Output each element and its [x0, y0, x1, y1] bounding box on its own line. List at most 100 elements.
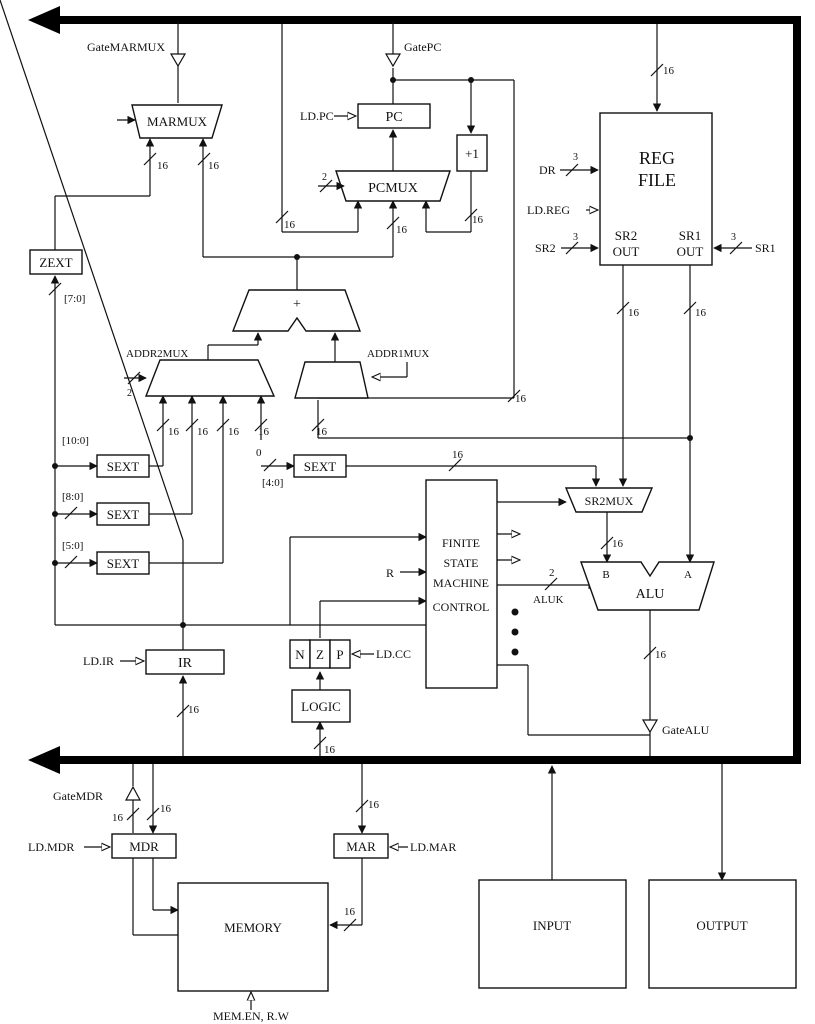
- logic-block: LOGIC: [291, 689, 351, 723]
- ld-mdr-label: LD.MDR: [28, 840, 74, 854]
- width-zext-bits: [7:0]: [64, 293, 85, 305]
- datapath-wires: [0, 0, 727, 1010]
- p-flag-label: P: [336, 647, 343, 662]
- width-addr2-b: 16: [197, 426, 209, 438]
- width-addr2-c: 16: [228, 426, 240, 438]
- nzp-registers: N Z P: [289, 639, 351, 669]
- width-zero-input: 0: [256, 447, 262, 459]
- gate-alu-label: GateALU: [662, 723, 710, 737]
- width-logic-in: 16: [324, 744, 336, 756]
- width-bits-5-0: [5:0]: [62, 540, 83, 552]
- pc-label: PC: [385, 110, 402, 125]
- alu-input-a-label: A: [684, 569, 692, 581]
- width-bits-10-0: [10:0]: [62, 435, 89, 447]
- sext-10-label: SEXT: [107, 459, 140, 474]
- plus-one-label: +1: [465, 146, 479, 161]
- width-sext-imm: 16: [452, 449, 464, 461]
- width-sr1-out: 16: [695, 307, 707, 319]
- width-sr1: 3: [731, 232, 736, 243]
- gate-marmux-label: GateMARMUX: [87, 40, 165, 54]
- width-addr2-d: 16: [258, 426, 270, 438]
- sr1-select-label: SR1: [755, 241, 776, 255]
- width-addr2mux-select: 2: [127, 388, 132, 399]
- reg-file-label-1: REG: [639, 148, 675, 168]
- gate-pc-label: GatePC: [404, 40, 441, 54]
- output-label: OUTPUT: [696, 918, 747, 933]
- width-pcmux-adder: 16: [396, 224, 408, 236]
- ld-pc-label: LD.PC: [300, 109, 334, 123]
- fsm-control: FINITE STATE MACHINE CONTROL: [425, 479, 498, 689]
- width-addr2-a: 16: [168, 426, 180, 438]
- width-bits-8-0: [8:0]: [62, 491, 83, 503]
- sr2-out-label-2: OUT: [613, 244, 640, 259]
- system-bus: [28, 6, 801, 774]
- sr2-select-label: SR2: [535, 241, 556, 255]
- bus-width-labels: 16 16 16 16 16 16 16 16 [7:0] 16 16 16 1…: [62, 65, 736, 918]
- zext-label: ZEXT: [39, 255, 72, 270]
- r-label: R: [386, 566, 394, 580]
- fsm-label-1: FINITE: [442, 536, 480, 550]
- width-marmux-left: 16: [157, 160, 169, 172]
- width-mdr-out: 16: [112, 812, 124, 824]
- sext-block-5: SEXT: [96, 551, 150, 575]
- width-pcmux-select: 2: [322, 172, 327, 183]
- width-dr: 3: [573, 152, 578, 163]
- zext-block: ZEXT: [29, 249, 83, 275]
- width-ir-in: 16: [188, 704, 200, 716]
- alu: ALU B A: [580, 561, 715, 611]
- logic-label: LOGIC: [301, 699, 341, 714]
- mdr-label: MDR: [129, 839, 159, 854]
- address-adder: +: [231, 289, 362, 332]
- memory-label: MEMORY: [224, 920, 282, 935]
- control-signals: GateMARMUX GatePC LD.PC DR LD.REG SR2 SR…: [28, 40, 776, 1023]
- sext-5-label: SEXT: [107, 556, 140, 571]
- pcmux: PCMUX: [335, 170, 451, 202]
- sr2mux-label: SR2MUX: [585, 494, 634, 508]
- pc-register: PC: [357, 103, 431, 129]
- pcmux-label: PCMUX: [368, 181, 418, 196]
- plus-one-block: +1: [456, 134, 488, 172]
- sext-block-4: SEXT: [293, 454, 347, 478]
- mar-register: MAR: [333, 833, 389, 859]
- output-block: OUTPUT: [648, 879, 797, 989]
- addr2mux: ADDR2MUX: [126, 348, 276, 397]
- alu-label: ALU: [636, 587, 665, 602]
- sext-8-label: SEXT: [107, 507, 140, 522]
- reg-file-label-2: FILE: [638, 170, 676, 190]
- width-mar-in: 16: [368, 799, 380, 811]
- marmux-label: MARMUX: [147, 114, 208, 129]
- mdr-register: MDR: [111, 833, 177, 859]
- sr2-out-label-1: SR2: [615, 228, 637, 243]
- bus-width-markers: [48, 63, 743, 932]
- z-flag-label: Z: [316, 647, 324, 662]
- ir-label: IR: [178, 656, 193, 671]
- ld-mar-label: LD.MAR: [410, 840, 456, 854]
- ld-ir-label: LD.IR: [83, 654, 114, 668]
- width-sr2: 3: [573, 232, 578, 243]
- ld-reg-label: LD.REG: [527, 203, 570, 217]
- addr2mux-label: ADDR2MUX: [126, 348, 188, 360]
- sr1-out-label-2: OUT: [677, 244, 704, 259]
- gate-mdr-label: GateMDR: [53, 789, 103, 803]
- alu-input-b-label: B: [602, 569, 609, 581]
- width-addr1-pc: 16: [515, 393, 527, 405]
- fsm-label-2: STATE: [443, 556, 478, 570]
- aluk-label: ALUK: [533, 594, 564, 606]
- sext-block-8: SEXT: [96, 502, 150, 526]
- dr-label: DR: [539, 163, 556, 177]
- junction-dots: [52, 77, 693, 656]
- memory-block: MEMORY: [177, 882, 329, 992]
- sr1-out-label-1: SR1: [679, 228, 701, 243]
- width-pcmux-bus: 16: [284, 219, 296, 231]
- width-mar-mem: 16: [344, 906, 356, 918]
- width-reg-in: 16: [663, 65, 675, 77]
- mem-en-label: MEM.EN, R.W: [213, 1009, 290, 1023]
- width-addr1-sr1: 16: [316, 426, 328, 438]
- fsm-label-4: CONTROL: [433, 600, 490, 614]
- mar-label: MAR: [346, 839, 376, 854]
- addr1mux: ADDR1MUX: [294, 348, 429, 399]
- input-block: INPUT: [478, 879, 627, 989]
- width-sr2-out: 16: [628, 307, 640, 319]
- ld-cc-label: LD.CC: [376, 647, 411, 661]
